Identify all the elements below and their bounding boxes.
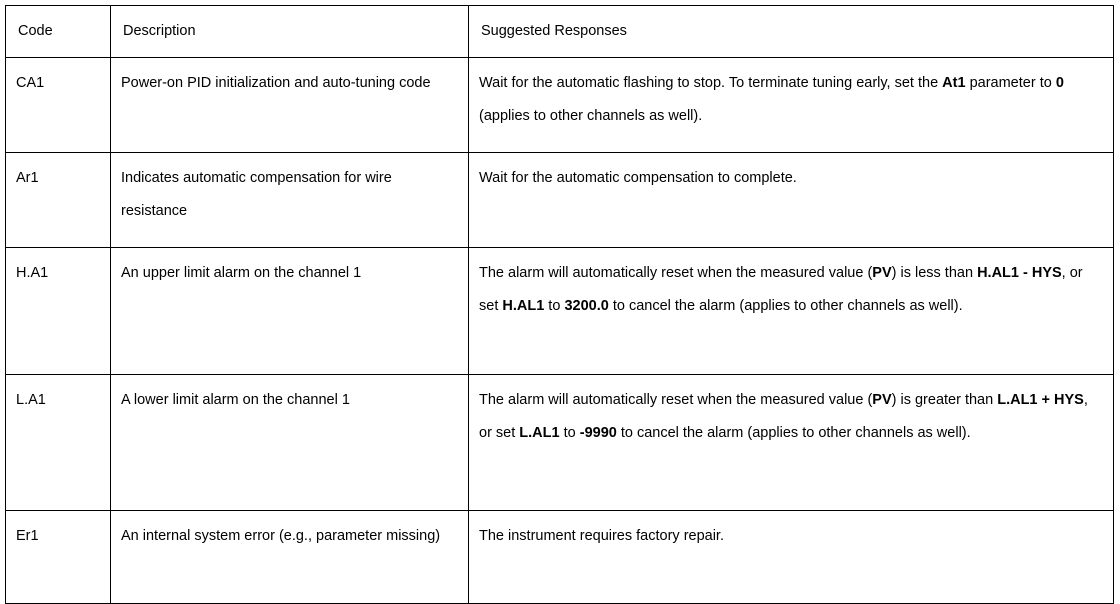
response-text: The instrument requires factory repair.: [479, 528, 724, 545]
error-code-table-page: Code Description Suggested Responses CA1…: [5, 4, 1114, 604]
cell-suggested-response: The alarm will automatically reset when …: [468, 374, 1114, 512]
response-text: to cancel the alarm (applies to other ch…: [608, 298, 963, 315]
response-text: parameter to: [965, 75, 1056, 92]
cell-code: CA1: [5, 57, 111, 154]
response-emphasis: L.AL1 + HYS: [997, 392, 1084, 409]
column-header-code: Code: [5, 4, 111, 59]
cell-code: Er1: [5, 510, 111, 604]
cell-description: An internal system error (e.g., paramete…: [110, 510, 469, 604]
cell-code: Ar1: [5, 152, 111, 249]
cell-description: An upper limit alarm on the channel 1: [110, 247, 469, 376]
response-emphasis: L.AL1: [519, 425, 560, 442]
table-header-row: Code Description Suggested Responses: [5, 4, 1114, 59]
response-text: , or set: [479, 265, 1083, 315]
response-text: , or set: [479, 392, 1088, 442]
error-code-table: Code Description Suggested Responses CA1…: [5, 4, 1114, 604]
response-emphasis: PV: [872, 265, 892, 282]
response-text: (applies to other channels as well).: [479, 108, 703, 125]
response-emphasis: H.AL1: [502, 298, 545, 315]
response-text: The alarm will automatically reset when …: [479, 265, 873, 282]
table-header: Code Description Suggested Responses: [5, 4, 1114, 59]
cell-description: Indicates automatic compensation for wir…: [110, 152, 469, 249]
response-emphasis: -9990: [579, 425, 617, 442]
cell-code: L.A1: [5, 374, 111, 512]
table-row: Ar1 Indicates automatic compensation for…: [5, 152, 1114, 249]
column-header-description: Description: [110, 4, 469, 59]
response-emphasis: 0: [1055, 75, 1064, 92]
response-text: to: [544, 298, 565, 315]
cell-description: Power-on PID initialization and auto-tun…: [110, 57, 469, 154]
response-emphasis: At1: [942, 75, 966, 92]
cell-code: H.A1: [5, 247, 111, 376]
response-emphasis: 3200.0: [564, 298, 609, 315]
response-text: Wait for the automatic compensation to c…: [479, 170, 797, 187]
cell-suggested-response: Wait for the automatic flashing to stop.…: [468, 57, 1114, 154]
response-text: ) is greater than: [891, 392, 998, 409]
response-text: Wait for the automatic flashing to stop.…: [479, 75, 943, 92]
response-emphasis: H.AL1 - HYS: [977, 265, 1062, 282]
cell-suggested-response: The alarm will automatically reset when …: [468, 247, 1114, 376]
response-emphasis: PV: [872, 392, 892, 409]
response-text: The alarm will automatically reset when …: [479, 392, 873, 409]
column-header-suggested-responses: Suggested Responses: [468, 4, 1114, 59]
cell-description: A lower limit alarm on the channel 1: [110, 374, 469, 512]
cell-suggested-response: Wait for the automatic compensation to c…: [468, 152, 1114, 249]
response-text: to: [559, 425, 580, 442]
cell-suggested-response: The instrument requires factory repair.: [468, 510, 1114, 604]
response-text: ) is less than: [891, 265, 978, 282]
response-text: to cancel the alarm (applies to other ch…: [616, 425, 971, 442]
